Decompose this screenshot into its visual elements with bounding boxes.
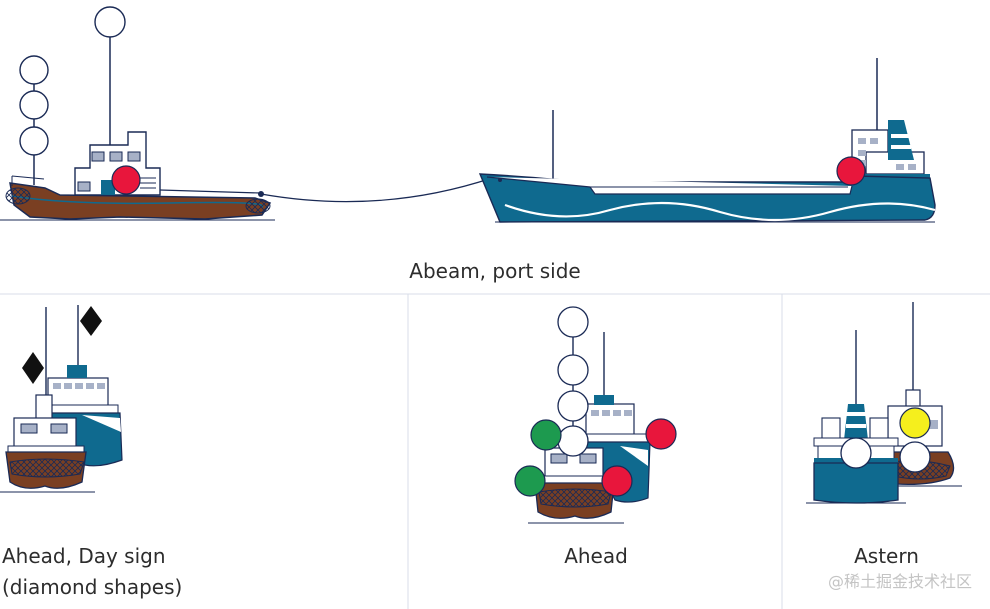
trawler-abeam <box>0 7 492 220</box>
watermark: @稀土掘金技术社区 <box>828 568 972 592</box>
caption-abeam-port-side: Abeam, port side <box>0 256 990 287</box>
caption-ahead-day-line1: Ahead, Day sign <box>2 544 166 568</box>
cargo-ship-abeam <box>480 58 935 222</box>
caption-ahead-day-sign: Ahead, Day sign (diamond shapes) <box>2 541 302 603</box>
vessels-astern <box>806 302 962 503</box>
trawler-ahead-day-sign <box>0 305 122 492</box>
caption-ahead-day-line2: (diamond shapes) <box>2 575 182 599</box>
caption-ahead: Ahead <box>410 541 782 572</box>
trawler-ahead <box>515 307 676 523</box>
